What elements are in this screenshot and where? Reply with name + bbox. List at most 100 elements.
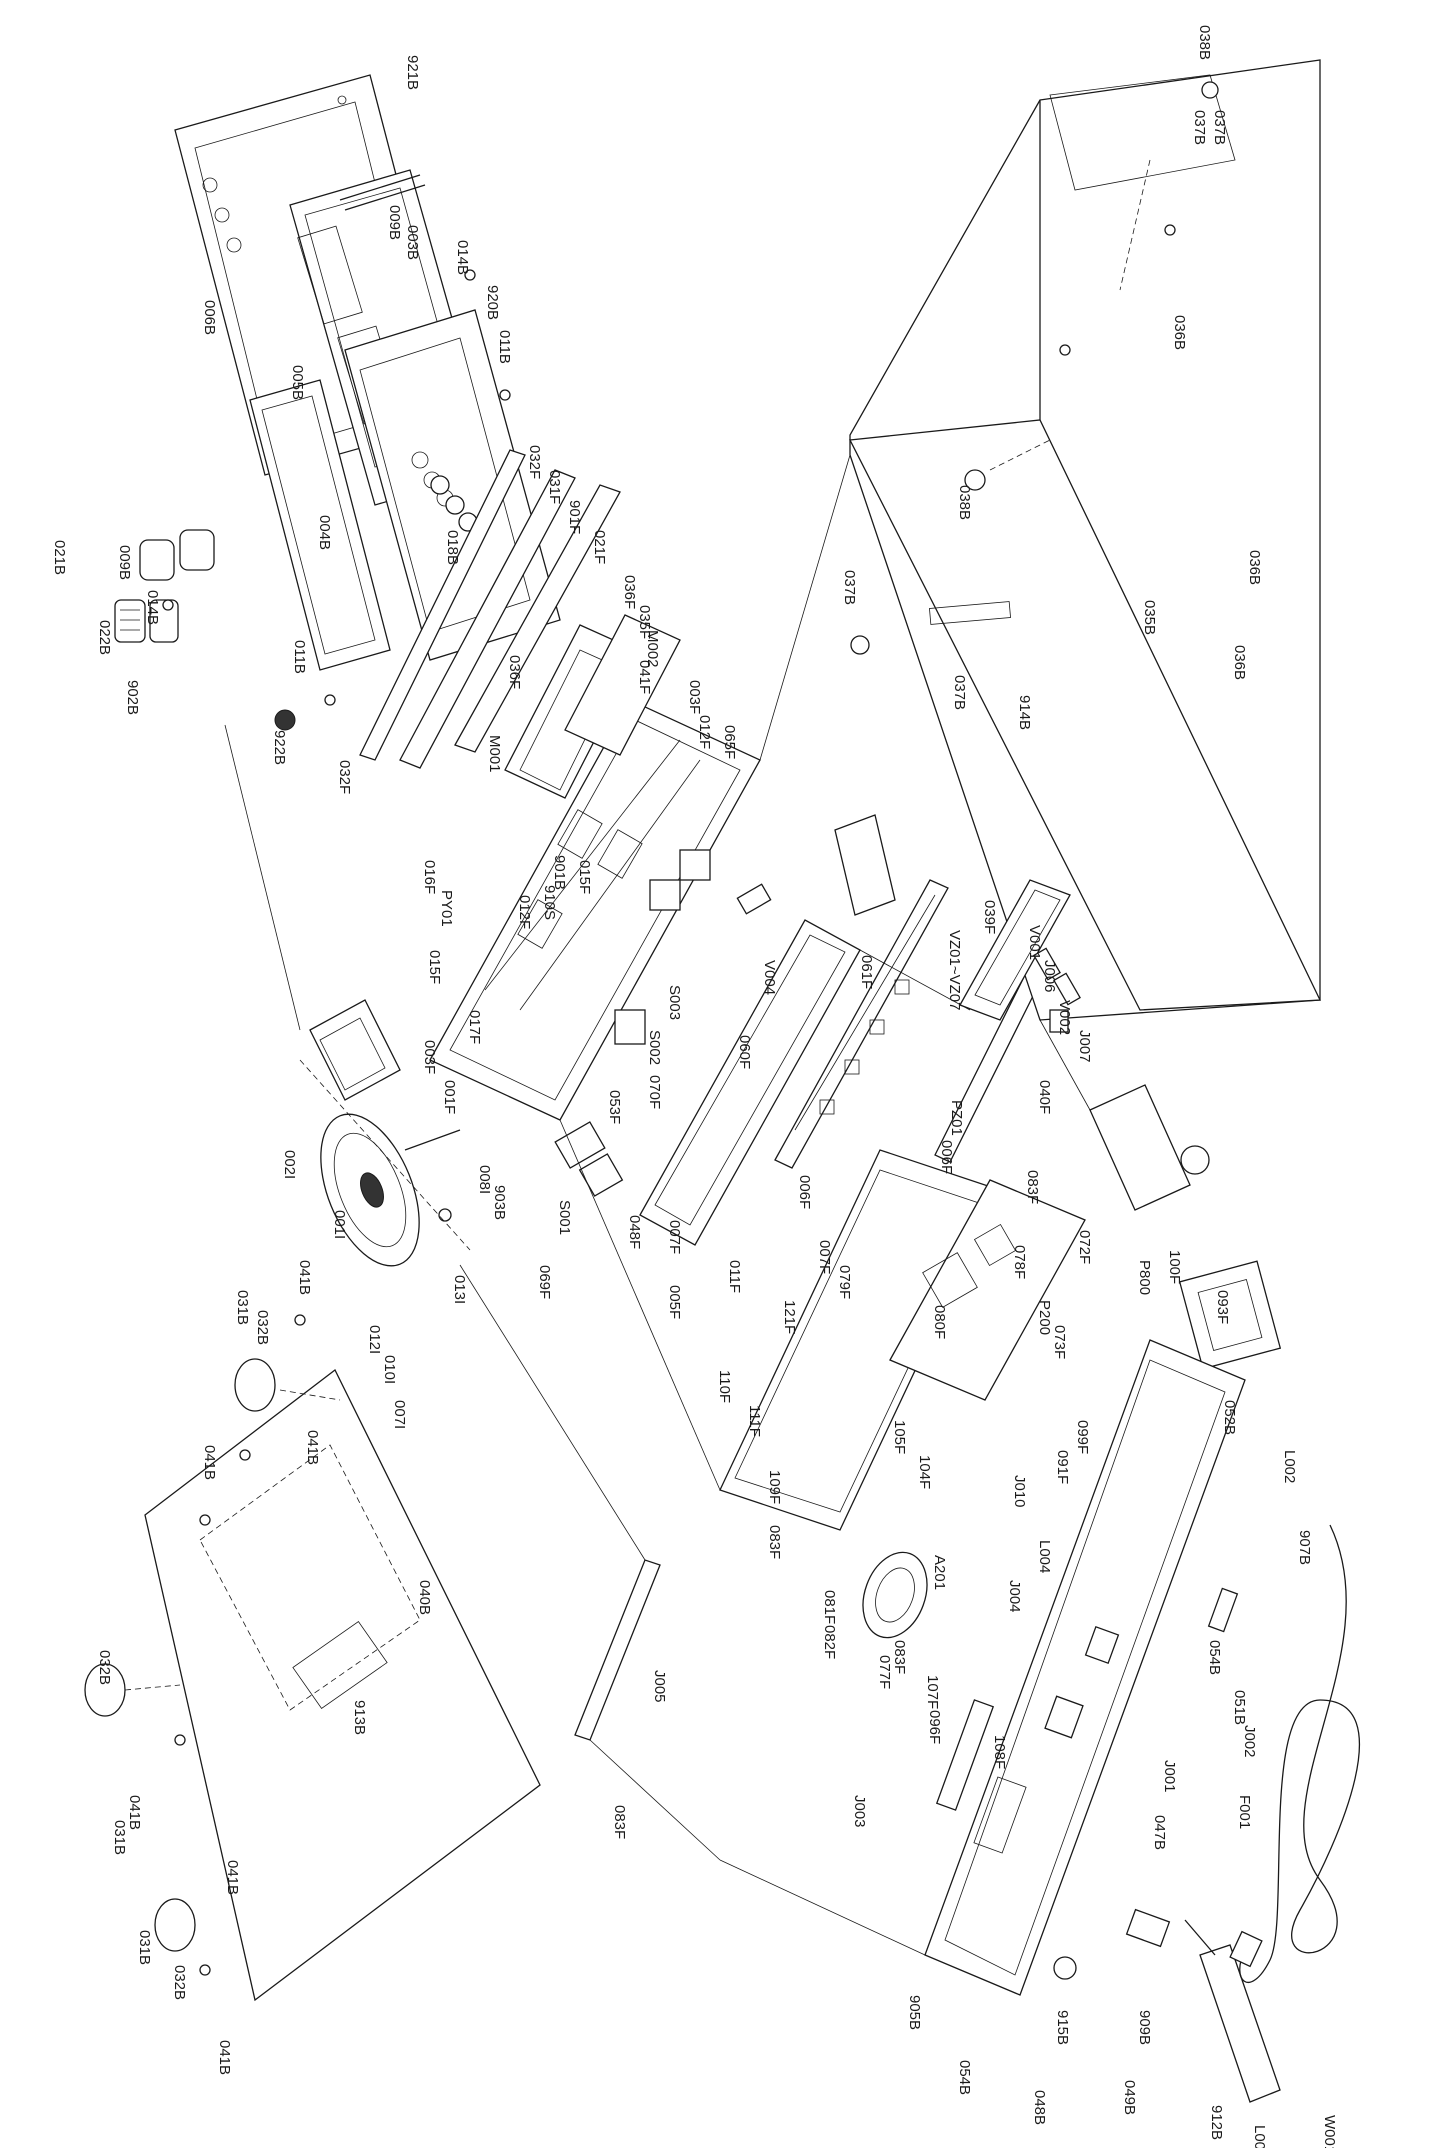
callout-label: P800 — [1136, 1260, 1153, 1295]
top-cover-assembly — [848, 59, 1322, 1021]
callout-label: 031F — [546, 470, 563, 504]
callout-label: 011B — [496, 330, 513, 364]
callout-label: 016F — [421, 860, 438, 894]
callout-label: 037B — [841, 570, 858, 605]
callout-label: 031B — [234, 1290, 251, 1325]
callout-label: 015F — [576, 860, 593, 894]
callout-label: 032B — [254, 1310, 271, 1345]
callout-label: 060F — [736, 1035, 753, 1069]
callout-label: 032B — [171, 1965, 188, 2000]
callout-label: 910S — [541, 885, 558, 920]
callout-label: 051B — [1231, 1690, 1248, 1725]
callout-label: 012F — [696, 715, 713, 749]
callout-label: 036F — [506, 655, 523, 689]
callout-label: 015F — [426, 950, 443, 984]
callout-label: 036B — [1231, 645, 1248, 680]
callout-label: 039F — [981, 900, 998, 934]
callout-label: 032F — [336, 760, 353, 794]
callout-label: 036F — [621, 575, 638, 609]
callout-label: L004 — [1036, 1540, 1053, 1573]
callout-label: F001 — [1236, 1795, 1253, 1829]
callout-label: 035F — [636, 605, 653, 639]
callout-label: 047B — [1151, 1815, 1168, 1850]
callout-label: 081F — [821, 1590, 838, 1624]
callout-label: M002 — [644, 630, 661, 668]
pulley-assembly — [299, 999, 471, 1267]
callout-label: 010I — [381, 1355, 398, 1384]
callout-label: S001 — [556, 1200, 573, 1235]
callout-label: 083F — [891, 1640, 908, 1674]
callout-label: 038B — [956, 485, 973, 520]
callout-label: W001 — [1321, 2115, 1338, 2148]
callout-label: 017F — [466, 1010, 483, 1044]
callout-label: 031B — [136, 1930, 153, 1965]
callout-label: J003 — [851, 1795, 868, 1828]
callout-label: L001 — [1251, 2125, 1268, 2148]
callout-label: 013I — [451, 1275, 468, 1304]
callout-label: 004B — [316, 515, 333, 550]
callout-label: 083F — [1024, 1170, 1041, 1204]
callout-label: 038B — [1196, 25, 1213, 60]
callout-label: 921B — [404, 55, 421, 90]
callout-label: 003B — [404, 225, 421, 260]
callout-label: 007F — [816, 1240, 833, 1274]
callout-label: 070F — [646, 1075, 663, 1109]
callout-label: 105F — [891, 1420, 908, 1454]
callout-label: 040F — [1036, 1080, 1053, 1114]
callout-label: L002 — [1281, 1450, 1298, 1483]
callout-label: 054B — [956, 2060, 973, 2095]
callout-label: 083F — [766, 1525, 783, 1559]
callout-label: 049B — [1121, 2080, 1138, 2115]
callout-label: 111F — [746, 1405, 763, 1437]
callout-label: 018B — [444, 530, 461, 565]
callout-label: 001I — [331, 1210, 348, 1239]
callout-label: 052B — [1221, 1400, 1238, 1435]
callout-label: 053F — [606, 1090, 623, 1124]
callout-label: S003 — [666, 985, 683, 1020]
callout-label: 021B — [51, 540, 68, 575]
callout-label: 032B — [96, 1650, 113, 1685]
callout-label: 104F — [916, 1455, 933, 1489]
callout-label: 005B — [289, 365, 306, 400]
callout-label: 012I — [366, 1325, 383, 1354]
callout-label: 069F — [536, 1265, 553, 1299]
callout-label: 110F — [716, 1370, 733, 1403]
callout-label: J004 — [1006, 1580, 1023, 1613]
callout-label: 037B — [1211, 110, 1228, 145]
callout-label: P200 — [1036, 1300, 1053, 1335]
callout-label: 007I — [391, 1400, 408, 1429]
callout-label: 021F — [591, 530, 608, 564]
callout-label: 009B — [116, 545, 133, 580]
callout-label: 001F — [441, 1080, 458, 1114]
callout-label: 036B — [1171, 315, 1188, 350]
callout-label: 107F — [924, 1675, 941, 1709]
callout-label: J010 — [1011, 1475, 1028, 1508]
rear-jacks-assembly — [959, 879, 1081, 1033]
callout-label: 041B — [224, 1860, 241, 1895]
callout-label: J001 — [1161, 1760, 1178, 1793]
callout-label: 093F — [1214, 1290, 1231, 1324]
callout-label: 915B — [1054, 2010, 1071, 2045]
guide-lines — [224, 454, 1091, 1956]
callout-label: 901B — [551, 855, 568, 890]
callout-label: 032F — [526, 445, 543, 479]
callout-label: 037B — [951, 675, 968, 710]
callout-label: 014B — [454, 240, 471, 275]
callout-label: 041B — [296, 1260, 313, 1295]
callout-label: J006 — [1041, 960, 1058, 993]
callout-label: 041F — [636, 660, 653, 694]
callout-label: 072F — [1076, 1230, 1093, 1264]
callout-label: 913B — [351, 1700, 368, 1735]
callout-label: 037B — [1191, 110, 1208, 145]
callout-label: 048B — [1031, 2090, 1048, 2125]
callout-label: V004 — [761, 960, 778, 995]
callout-label: 005F — [666, 1285, 683, 1319]
callout-label: 078F — [1011, 1245, 1028, 1279]
callout-label: 012F — [516, 895, 533, 929]
callout-label: 006F — [938, 1140, 955, 1174]
callout-label: 065F — [721, 725, 738, 759]
callout-label: 108F — [991, 1735, 1008, 1769]
